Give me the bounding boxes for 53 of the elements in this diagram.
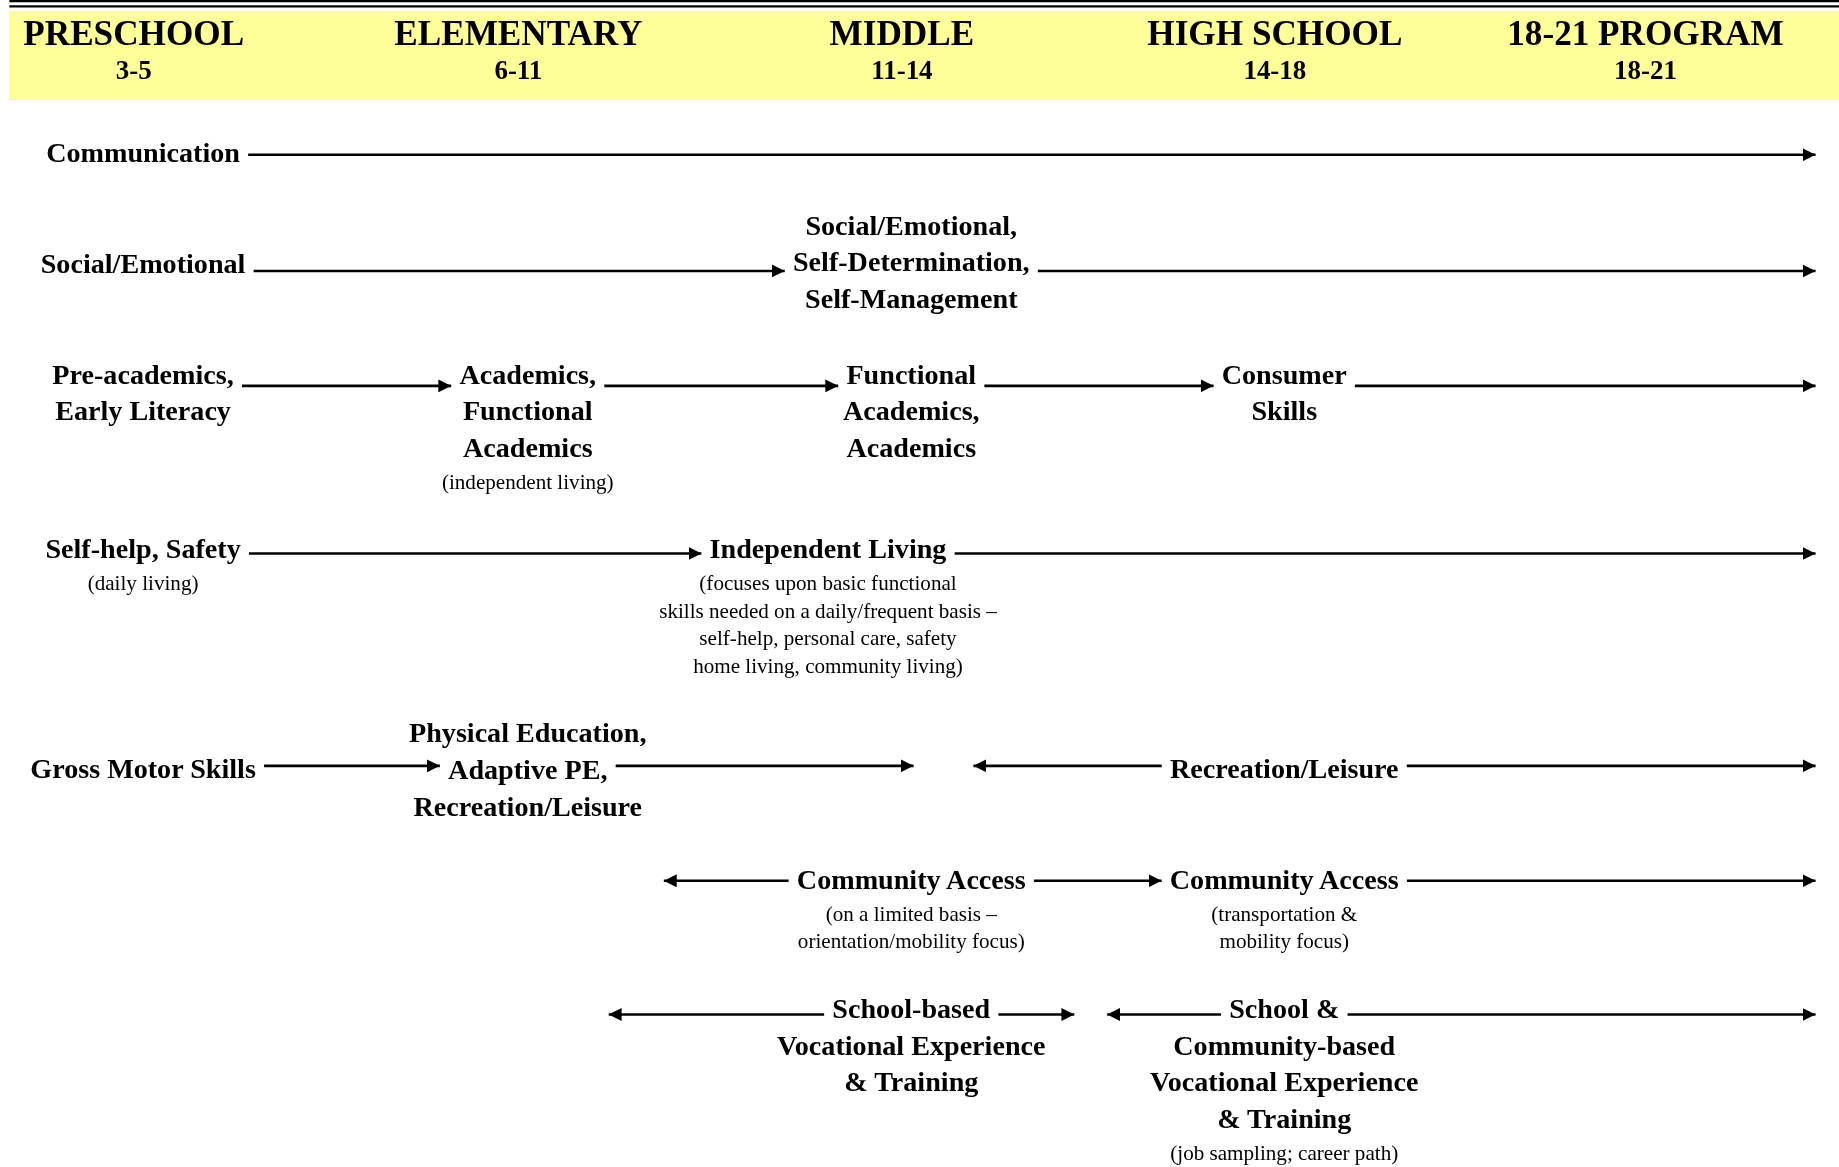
arrow [248,148,1816,162]
topic-label: Social/Emotional, Self-Determination, Self-Management [792,207,1030,318]
column-heading: ELEMENTARY [394,15,643,54]
arrow [973,759,1162,773]
arrow [1406,874,1816,888]
arrow [663,874,789,888]
age-range: 3-5 [114,53,153,87]
note-text: (on a limited basis – orientation/mobility focus) [796,900,1026,956]
column-heading: MIDDLE [829,15,975,54]
topic-label: School & Community-based Vocational Experience & Training [1150,992,1419,1136]
arrow [954,547,1816,561]
note-text: (transportation & mobility focus) [1210,900,1359,956]
topic-label: Independent Living [708,532,948,567]
topic-label: Community Access [1169,863,1399,898]
column-heading: 18-21 PROGRAM [1507,15,1784,54]
topic-label: School-based Vocational Experience & Training [777,991,1046,1101]
arrow [253,264,785,278]
arrow [608,1008,825,1021]
arrow [1406,759,1816,773]
column-heading: HIGH SCHOOL [1147,15,1403,54]
topic-label: Community Access [796,863,1026,898]
note-text: (job sampling; career path) [1169,1139,1400,1167]
header-band [9,10,1839,100]
row-label: Gross Motor Skills [30,750,256,788]
arrow [1354,379,1816,393]
row-label: Social/Emotional [40,246,246,283]
column-heading: PRESCHOOL [23,15,245,54]
arrow [1037,264,1816,278]
note-text: (focuses upon basic functional skills needed on a daily/frequent basis – self-help, personal care, safety home living, community living) [659,570,997,680]
note-text: (independent living) [441,468,614,496]
row-label: Self-help, Safety [45,532,241,567]
arrow [1347,1008,1816,1021]
age-range: 6-11 [493,53,544,87]
note-text: (daily living) [86,570,200,598]
topic-label: Physical Education, Adaptive PE, Recreation/Leisure [409,715,647,826]
topic-label: Recreation/Leisure [1169,750,1399,788]
arrow [984,379,1214,393]
age-range: 11-14 [870,53,934,87]
topic-label: Functional Academics, Academics [842,356,980,467]
arrow [998,1008,1075,1021]
age-range: 18-21 [1613,53,1678,87]
arrow [1033,874,1162,888]
arrow [615,759,914,773]
arrow [248,547,702,561]
age-range: 14-18 [1242,53,1308,87]
row-label: Pre-academics, Early Literacy [52,356,234,430]
topic-label: Academics, Functional Academics [458,357,598,465]
arrow [1107,1008,1221,1021]
arrow [242,379,452,393]
arrow [604,379,839,393]
topic-label: Consumer Skills [1221,356,1347,430]
arrow [264,759,440,773]
row-label: Communication [46,134,240,172]
